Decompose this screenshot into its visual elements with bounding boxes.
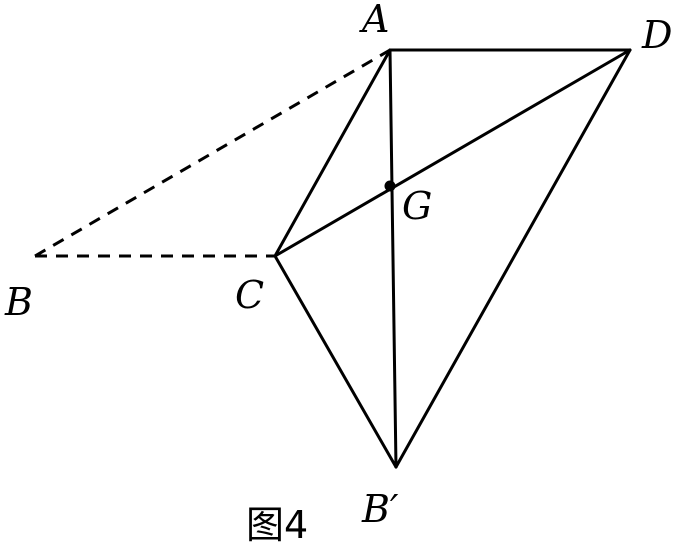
segment-DB-prime	[394, 48, 632, 469]
segment-CD	[273, 48, 632, 258]
segment-BA-dashed	[34, 48, 391, 258]
figure-caption: 图4	[246, 503, 308, 547]
label-A: A	[359, 0, 389, 41]
point-G-dot	[384, 180, 396, 192]
label-B: B	[4, 280, 33, 324]
label-D: D	[641, 13, 672, 57]
segment-CB-prime	[273, 254, 398, 469]
label-G: G	[402, 184, 432, 228]
label-C: C	[235, 273, 264, 317]
label-B-prime: B′	[361, 487, 399, 531]
segment-AB-prime	[388, 48, 398, 469]
segment-AC	[273, 48, 392, 258]
